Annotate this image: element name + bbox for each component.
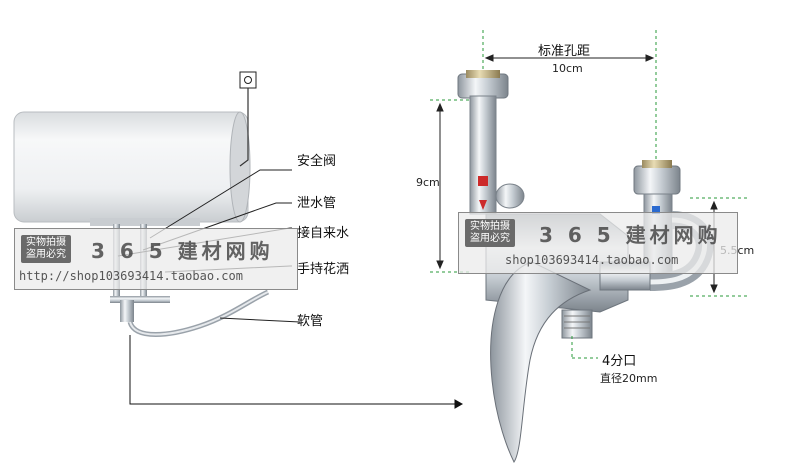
connector-arrow: [129, 335, 464, 409]
watermark-left: 实物拍摄 盗用必究 3 6 5 建材网购 http://shop10369341…: [14, 228, 298, 290]
label-drain-pipe: 泄水管: [297, 196, 337, 211]
watermark-badge-right: 实物拍摄 盗用必究: [465, 219, 515, 247]
label-9cm: 9cm: [416, 176, 440, 189]
watermark-url: http://shop103693414.taobao.com: [19, 269, 243, 283]
label-10cm: 10cm: [552, 62, 583, 75]
watermark-shop-name: 3 6 5 建材网购: [91, 239, 274, 263]
label-safety-valve: 安全阀: [297, 154, 337, 169]
watermark-badge-line1: 实物拍摄: [26, 237, 66, 248]
label-hose: 软管: [297, 314, 324, 329]
power-socket-icon: [239, 71, 257, 167]
watermark-shop-name-right: 3 6 5 建材网购: [539, 223, 722, 247]
label-std-hole-distance: 标准孔距: [538, 44, 591, 59]
label-diameter: 直径20mm: [600, 372, 658, 385]
water-heater-tank: [13, 111, 251, 226]
dimension-guides: [430, 30, 750, 360]
label-hand-shower: 手持花洒: [297, 262, 350, 277]
watermark-url-right: shop103693414.taobao.com: [505, 253, 679, 267]
watermark-badge-right-line2: 盗用必究: [470, 233, 510, 244]
label-water-inlet: 接自来水: [297, 226, 350, 241]
watermark-badge: 实物拍摄 盗用必究: [21, 235, 71, 263]
label-pipe-size: 4分口: [602, 354, 637, 369]
watermark-badge-right-line1: 实物拍摄: [470, 221, 510, 232]
watermark-right: 实物拍摄 盗用必究 3 6 5 建材网购 shop103693414.taoba…: [458, 212, 738, 274]
watermark-badge-line2: 盗用必究: [26, 249, 66, 260]
